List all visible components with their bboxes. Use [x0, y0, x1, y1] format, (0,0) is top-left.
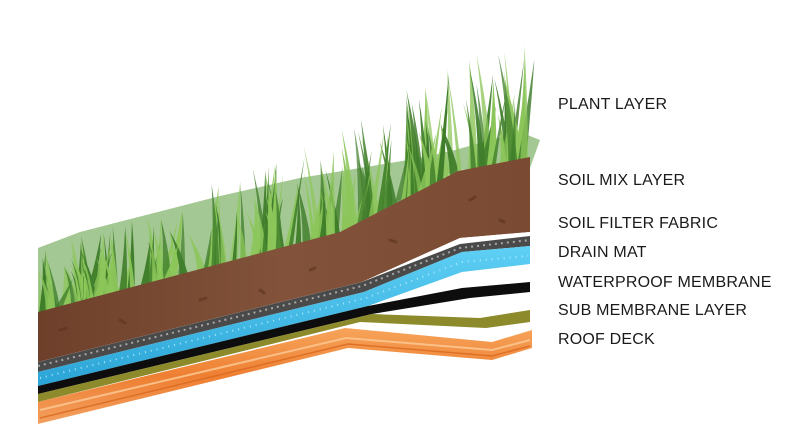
grass-blade — [237, 215, 248, 260]
soil-texture — [58, 195, 506, 332]
label-roof-deck: ROOF DECK — [558, 331, 655, 348]
grass-blade — [478, 106, 497, 169]
grass-blade — [119, 226, 127, 292]
grass-blade — [203, 228, 212, 270]
soil-filter-fabric-layer — [38, 236, 530, 372]
grass-blade — [343, 173, 356, 231]
grass-blade — [469, 66, 486, 169]
grass-blade — [330, 169, 343, 236]
grass-blade — [418, 132, 437, 192]
grass-blade — [436, 72, 450, 183]
grass-blade — [154, 229, 165, 282]
waterproof-membrane-layer — [38, 282, 530, 394]
grass-blade — [161, 219, 172, 280]
label-waterproof-membrane: WATERPROOF MEMBRANE — [558, 274, 772, 291]
roof-deck-layer — [38, 328, 532, 424]
grass-blade — [140, 235, 151, 286]
sub-membrane-layer — [38, 310, 530, 402]
grass-blade — [376, 122, 391, 214]
grass-blade — [357, 150, 372, 224]
grass-blade — [406, 90, 424, 194]
grass-blade — [360, 119, 375, 219]
grass-blade — [447, 72, 462, 173]
grass-blade — [295, 189, 302, 246]
grass-blade — [218, 215, 227, 265]
label-sub-membrane-layer: SUB MEMBRANE LAYER — [558, 302, 748, 319]
grass-blade — [288, 157, 305, 248]
grass-blade — [320, 164, 336, 237]
plant-layer — [38, 45, 540, 316]
soil-mix-layer — [38, 157, 530, 362]
grass-blade — [93, 244, 112, 299]
grass-blade — [465, 98, 477, 170]
drain-mat-layer — [38, 246, 530, 386]
label-plant-layer: PLANT LAYER — [558, 96, 668, 113]
grass-blade — [188, 233, 206, 271]
grass-blade — [368, 130, 385, 218]
grass-blade — [229, 180, 241, 263]
grass-blade — [320, 187, 327, 239]
grass-blade — [81, 250, 98, 299]
grass-blade — [275, 189, 284, 251]
grass-blade — [150, 238, 158, 284]
grass-blade — [499, 93, 515, 165]
grass-blade — [284, 184, 298, 248]
grass-blade — [313, 187, 327, 241]
grass-blade — [411, 103, 425, 193]
grass-blade — [39, 250, 46, 313]
grass-blade — [330, 182, 335, 236]
label-soil-filter-fabric: SOIL FILTER FABRIC — [558, 215, 719, 232]
grass-blade — [341, 174, 347, 233]
grass-blade — [262, 166, 270, 255]
grass-blade — [520, 45, 528, 161]
grass-blade — [125, 229, 135, 289]
grass-blade — [401, 145, 410, 202]
label-soil-mix-layer: SOIL MIX LAYER — [558, 172, 686, 189]
grass-blade — [486, 80, 497, 167]
grass-blade — [491, 91, 507, 167]
grass-blade — [232, 210, 238, 263]
label-drain-mat: DRAIN MAT — [558, 244, 647, 261]
grass-blade — [296, 182, 312, 243]
grass-blade — [67, 270, 80, 304]
grass-blade — [381, 139, 392, 211]
grass-blade — [406, 142, 424, 193]
grass-blade — [249, 198, 260, 257]
grass-blade — [163, 244, 178, 280]
grass-blade — [251, 213, 270, 257]
grass-blade — [498, 54, 518, 163]
grass-blade — [211, 183, 220, 268]
grass-blade — [54, 279, 73, 309]
grass-blade — [169, 230, 189, 276]
grass-blade — [45, 252, 56, 311]
grass-blade — [428, 130, 437, 186]
grass-blade — [110, 234, 119, 294]
grass-blade — [303, 171, 316, 242]
grass-blade — [116, 260, 132, 292]
grass-blade — [169, 227, 178, 278]
